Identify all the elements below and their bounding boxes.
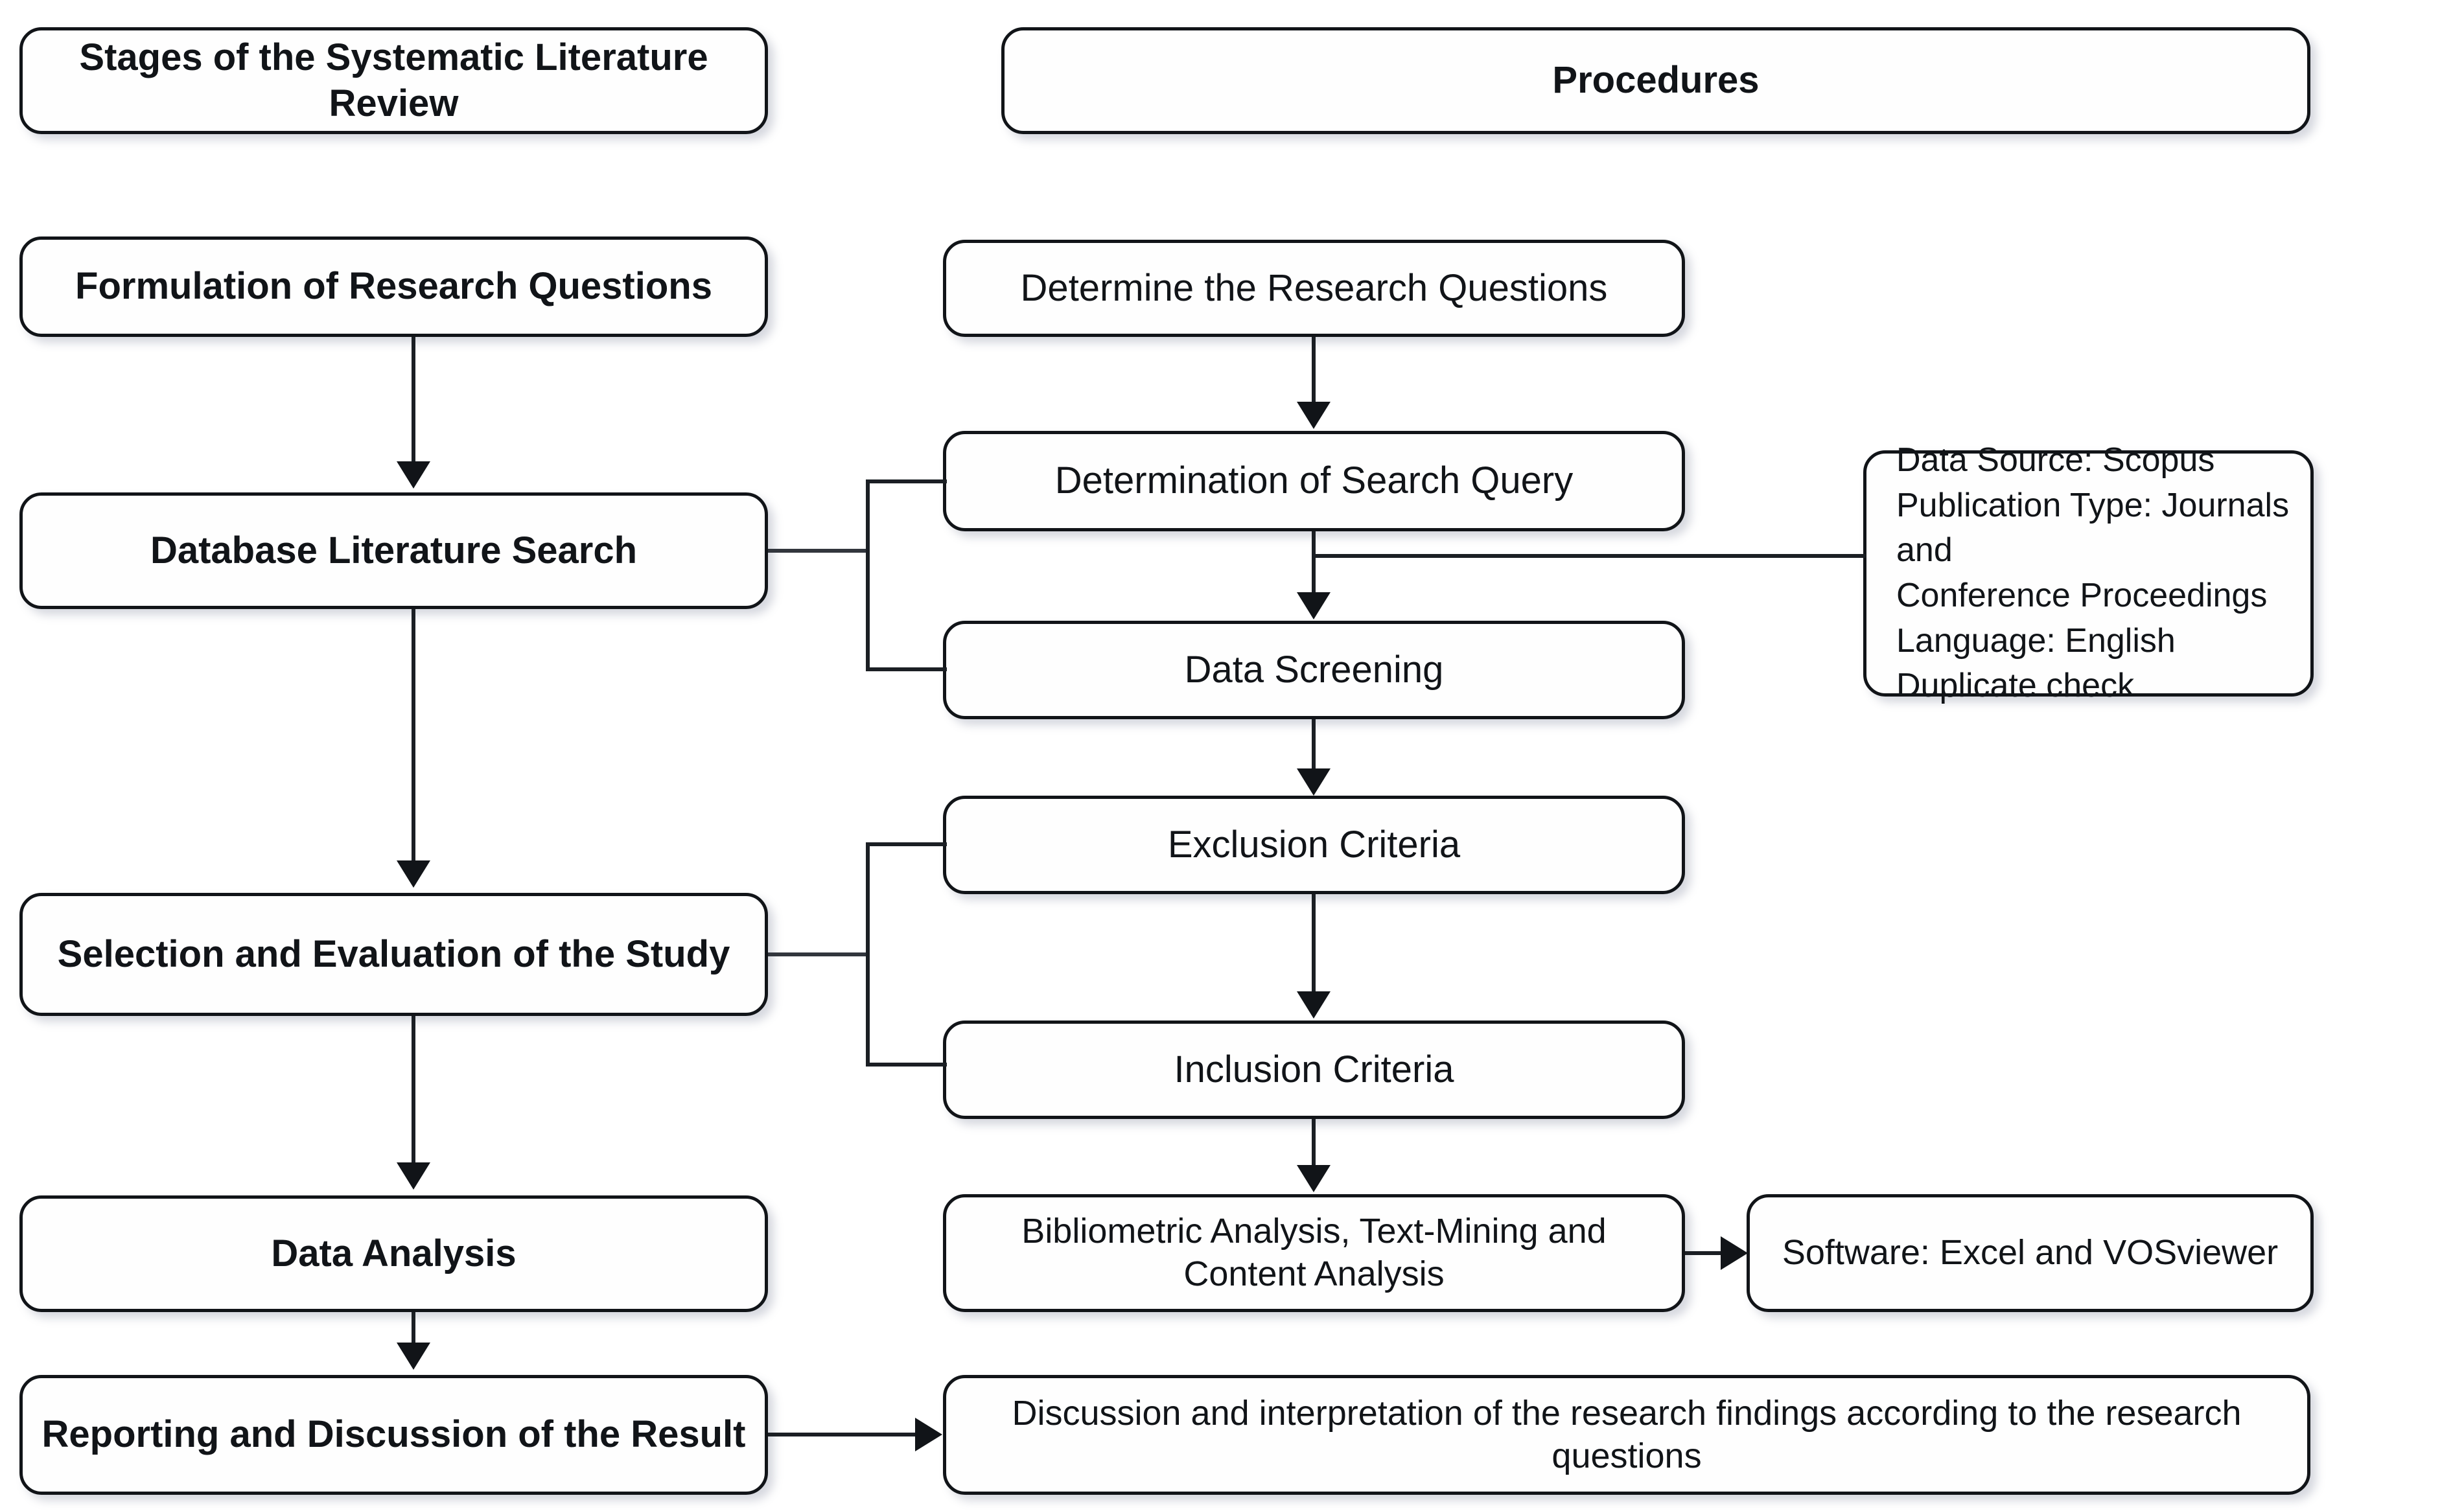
proc-data-screening[interactable]: Data Screening [943, 621, 1685, 719]
stage-data-analysis[interactable]: Data Analysis [19, 1195, 768, 1312]
connector-reporting-to-discussion [768, 1433, 924, 1436]
stage-selection-evaluation[interactable]: Selection and Evaluation of the Study [19, 893, 768, 1016]
proc-analysis-methods[interactable]: Bibliometric Analysis, Text-Mining and C… [943, 1194, 1685, 1312]
connector-analysis-to-reporting [412, 1312, 415, 1348]
connector-bracket-to-search-query [866, 479, 947, 483]
arrowhead-search-to-selection [397, 860, 430, 888]
proc-discussion-label: Discussion and interpretation of the res… [1012, 1393, 2242, 1475]
procedures-column-header-label: Procedures [1552, 59, 1760, 102]
arrowhead-selection-to-analysis [397, 1162, 430, 1190]
proc-analysis-methods-label: Bibliometric Analysis, Text-Mining and C… [1021, 1212, 1607, 1293]
proc-discussion[interactable]: Discussion and interpretation of the res… [943, 1375, 2310, 1495]
connector-selection-to-analysis [412, 1016, 415, 1166]
arrowhead-query-to-screening [1297, 592, 1331, 619]
connector-search-to-selection [412, 609, 415, 863]
connector-dbsearch-bracket-vertical [866, 479, 870, 671]
connector-exclusion-to-inclusion [1312, 894, 1316, 995]
arrowhead-analysis-to-reporting [397, 1343, 430, 1370]
connector-formulation-to-search [412, 337, 415, 465]
proc-determine-questions[interactable]: Determine the Research Questions [943, 240, 1685, 337]
note-software[interactable]: Software: Excel and VOSviewer [1747, 1194, 2314, 1312]
connector-bracket-to-data-screening [866, 667, 947, 671]
connector-query-to-screening [1312, 531, 1316, 596]
proc-data-screening-label: Data Screening [1184, 648, 1444, 691]
proc-inclusion-criteria[interactable]: Inclusion Criteria [943, 1021, 1685, 1119]
proc-search-query-label: Determination of Search Query [1054, 459, 1574, 502]
proc-inclusion-criteria-label: Inclusion Criteria [1174, 1048, 1454, 1090]
stage-formulation-label: Formulation of Research Questions [75, 265, 712, 308]
stage-reporting-discussion-label: Reporting and Discussion of the Result [41, 1413, 746, 1456]
stages-column-header: Stages of the Systematic Literature Revi… [19, 27, 768, 134]
proc-determine-questions-label: Determine the Research Questions [1020, 266, 1608, 309]
stage-formulation[interactable]: Formulation of Research Questions [19, 236, 768, 337]
stage-reporting-discussion[interactable]: Reporting and Discussion of the Result [19, 1375, 768, 1495]
stage-selection-evaluation-label: Selection and Evaluation of the Study [57, 932, 730, 975]
proc-exclusion-criteria[interactable]: Exclusion Criteria [943, 796, 1685, 894]
arrowhead-exclusion-to-inclusion [1297, 991, 1331, 1019]
stage-database-search-label: Database Literature Search [150, 529, 638, 571]
note-search-criteria-label: Data Source: Scopus Publication Type: Jo… [1896, 441, 2290, 705]
arrowhead-formulation-to-search [397, 461, 430, 489]
arrowhead-reporting-to-discussion [915, 1418, 942, 1451]
arrowhead-screening-to-exclusion [1297, 768, 1331, 796]
stages-column-header-label: Stages of the Systematic Literature Revi… [79, 36, 708, 124]
connector-bracket-to-inclusion [866, 1063, 947, 1067]
arrowhead-inclusion-to-analysis-methods [1297, 1165, 1331, 1192]
connector-questions-to-query [1312, 337, 1316, 405]
connector-criteria-note-to-screening [1312, 554, 1866, 558]
stage-data-analysis-label: Data Analysis [271, 1232, 517, 1275]
proc-search-query[interactable]: Determination of Search Query [943, 431, 1685, 531]
procedures-column-header: Procedures [1001, 27, 2310, 134]
arrowhead-questions-to-query [1297, 402, 1331, 429]
connector-screening-to-exclusion [1312, 719, 1316, 771]
note-software-label: Software: Excel and VOSviewer [1782, 1233, 2279, 1273]
connector-analysis-to-software [1685, 1251, 1732, 1255]
arrowhead-analysis-to-software [1721, 1236, 1748, 1270]
connector-selection-stub [768, 952, 868, 956]
connector-dbsearch-stub [768, 549, 868, 553]
proc-exclusion-criteria-label: Exclusion Criteria [1167, 823, 1461, 866]
connector-inclusion-to-analysis-methods [1312, 1119, 1316, 1168]
stage-database-search[interactable]: Database Literature Search [19, 492, 768, 609]
note-search-criteria[interactable]: Data Source: Scopus Publication Type: Jo… [1863, 441, 2314, 704]
connector-bracket-to-exclusion [866, 842, 947, 846]
connector-selection-bracket-vertical [866, 842, 870, 1066]
